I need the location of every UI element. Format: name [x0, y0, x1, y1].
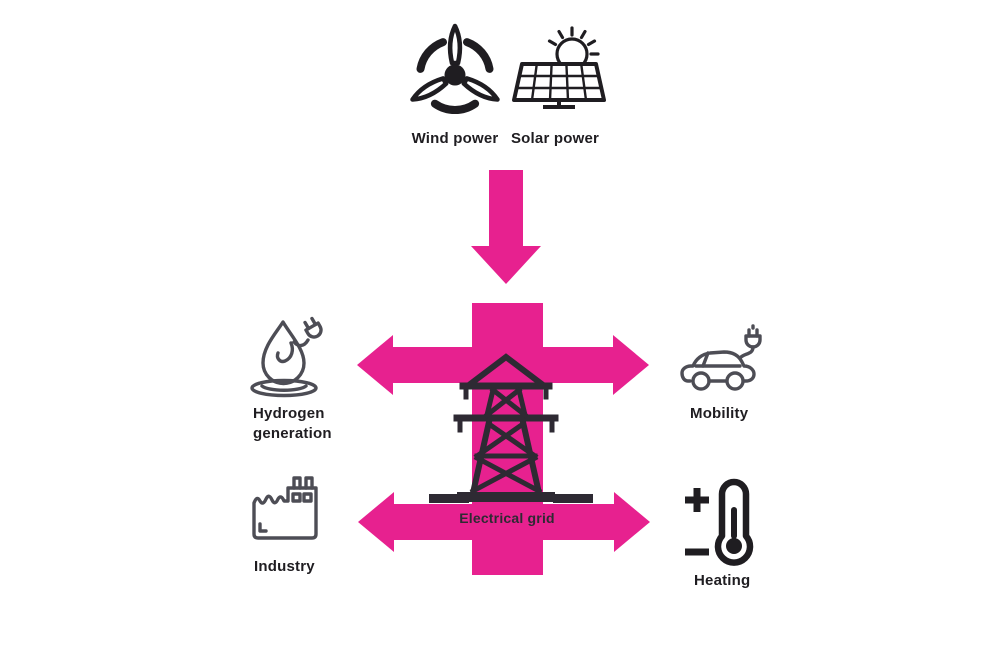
wind-turbine-icon — [410, 23, 500, 114]
hydrogen-drop-plug-icon — [250, 316, 323, 398]
mobility-label: Mobility — [690, 405, 749, 422]
down-arrow — [471, 170, 541, 284]
left-right-arrow-upper — [357, 335, 649, 395]
heating-label: Heating — [694, 572, 751, 589]
solar-panel-icon — [512, 26, 606, 109]
thermometer-icon — [685, 478, 754, 566]
ground-line-right — [553, 494, 593, 503]
electric-car-icon — [680, 324, 762, 391]
solar-power-label: Solar power — [510, 130, 600, 147]
left-right-arrow-lower — [358, 492, 650, 552]
transmission-tower-icon — [453, 353, 559, 502]
wind-power-label: Wind power — [411, 130, 499, 147]
factory-icon — [252, 476, 318, 540]
electrical-grid-label: Electrical grid — [459, 510, 555, 526]
industry-label: Industry — [254, 558, 315, 575]
ground-line-left — [429, 494, 469, 503]
hydrogen-generation-label: Hydrogen generation — [253, 405, 332, 442]
